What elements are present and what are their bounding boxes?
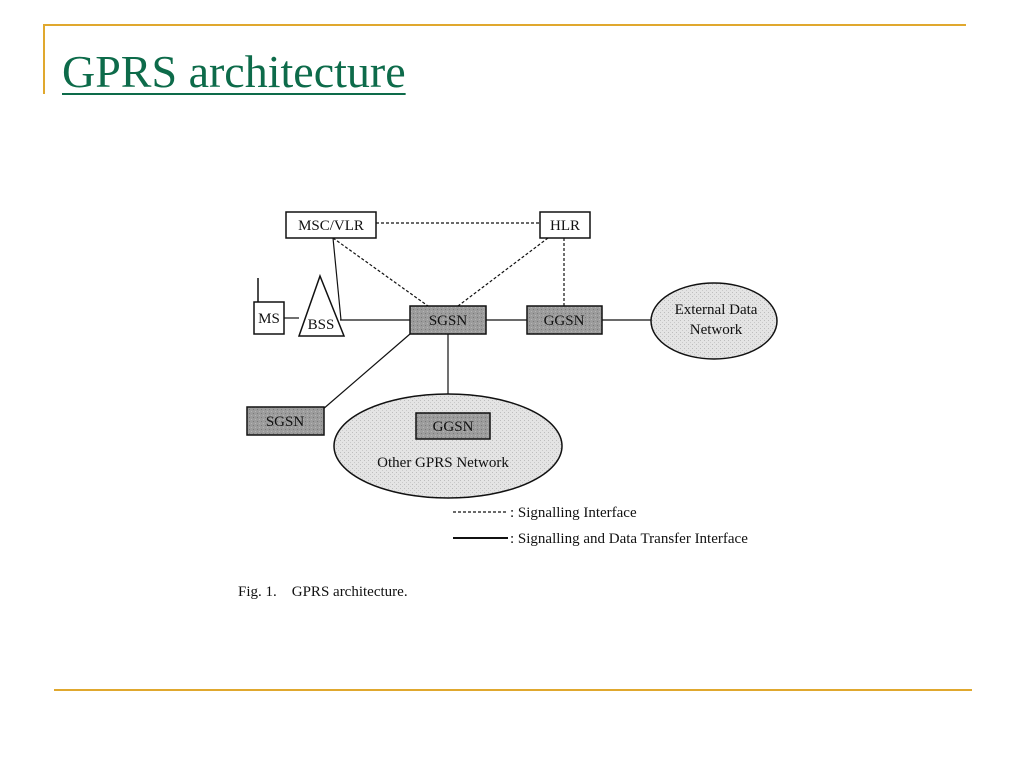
legend-signalling-data-label: : Signalling and Data Transfer Interface bbox=[510, 531, 748, 547]
link-hlr-sgsn bbox=[457, 237, 549, 307]
sgsn-other-label: SGSN bbox=[266, 414, 305, 430]
external-network-label-line2: Network bbox=[690, 322, 743, 338]
msc-vlr-label: MSC/VLR bbox=[298, 218, 364, 234]
ms-label: MS bbox=[258, 311, 280, 327]
other-gprs-network-label: Other GPRS Network bbox=[377, 455, 509, 471]
slide-title: GPRS architecture bbox=[62, 46, 406, 97]
data-links bbox=[284, 237, 652, 411]
ggsn-main-box bbox=[526, 305, 603, 335]
signalling-links bbox=[332, 222, 565, 307]
sgsn-main-label: SGSN bbox=[429, 313, 468, 329]
external-data-network-ellipse bbox=[650, 282, 778, 360]
bss-label: BSS bbox=[308, 317, 335, 333]
msc-vlr-box bbox=[285, 211, 377, 239]
left-accent-line bbox=[43, 24, 45, 94]
hlr-box bbox=[539, 211, 591, 239]
legend-signalling-label: : Signalling Interface bbox=[510, 505, 637, 521]
bottom-accent-line bbox=[54, 689, 972, 691]
top-accent-line bbox=[44, 24, 966, 26]
ms-box bbox=[253, 301, 285, 335]
hlr-label: HLR bbox=[550, 218, 580, 234]
figure-caption: Fig. 1. GPRS architecture. bbox=[238, 584, 408, 600]
ggsn-main-label: GGSN bbox=[544, 313, 585, 329]
bss-tower-icon bbox=[297, 273, 346, 337]
ggsn-other-box bbox=[415, 412, 491, 440]
link-sgsn-sgsn-other bbox=[321, 333, 411, 411]
ggsn-other-label: GGSN bbox=[433, 419, 474, 435]
sgsn-main-box bbox=[409, 305, 487, 335]
external-network-label-line1: External Data bbox=[675, 302, 758, 318]
link-msc-sgsn bbox=[332, 237, 429, 307]
other-gprs-network-ellipse bbox=[333, 393, 563, 499]
sgsn-other-box bbox=[246, 406, 325, 436]
link-msc-bss bbox=[332, 237, 342, 321]
